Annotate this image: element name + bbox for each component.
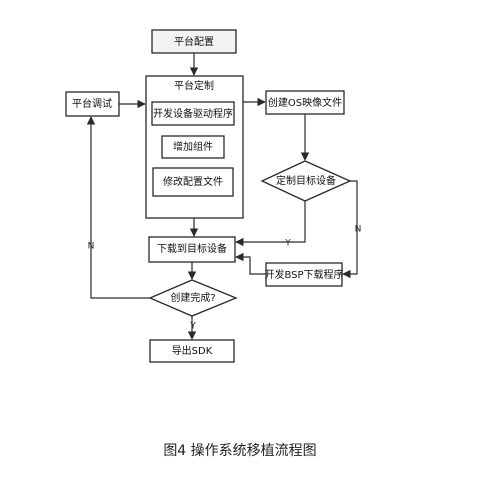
node-build-done: 创建完成? bbox=[148, 279, 238, 317]
edge-label-no-bsp: N bbox=[355, 225, 362, 235]
figure-caption: 图4 操作系统移植流程图 bbox=[163, 443, 317, 459]
node-build-done-label: 创建完成? bbox=[170, 291, 215, 304]
node-develop-driver-label: 开发设备驱动程序 bbox=[153, 107, 233, 120]
node-modify-config-label: 修改配置文件 bbox=[163, 175, 223, 188]
node-platform-custom-label: 平台定制 bbox=[174, 79, 214, 92]
node-download-target: 下载到目标设备 bbox=[148, 236, 236, 263]
node-export-sdk-label: 导出SDK bbox=[172, 344, 213, 357]
node-platform-config: 平台配置 bbox=[151, 29, 237, 54]
node-custom-target: 定制目标设备 bbox=[260, 160, 352, 202]
edge-target-yes-to-download bbox=[235, 201, 306, 247]
node-add-component: 增加组件 bbox=[161, 135, 225, 159]
node-download-target-label: 下载到目标设备 bbox=[157, 242, 227, 255]
node-develop-driver: 开发设备驱动程序 bbox=[151, 101, 235, 126]
node-platform-debug-label: 平台调试 bbox=[72, 97, 112, 110]
edge-done-no-to-debug bbox=[86, 116, 150, 299]
edge-bsp-to-download bbox=[235, 252, 266, 275]
node-custom-target-label: 定制目标设备 bbox=[276, 174, 336, 187]
node-platform-config-label: 平台配置 bbox=[174, 35, 214, 48]
node-modify-config: 修改配置文件 bbox=[152, 167, 234, 197]
edge-target-no-to-bsp bbox=[342, 180, 358, 279]
node-create-os-image-label: 创建OS映像文件 bbox=[268, 96, 342, 109]
node-develop-bsp-label: 开发BSP下载程序 bbox=[264, 268, 343, 281]
edge-label-yes-sdk: Y bbox=[189, 322, 196, 332]
edge-label-no-debug: N bbox=[88, 242, 95, 252]
node-create-os-image: 创建OS映像文件 bbox=[265, 90, 345, 115]
node-export-sdk: 导出SDK bbox=[149, 339, 235, 363]
node-add-component-label: 增加组件 bbox=[173, 140, 213, 153]
edge-label-yes-download: Y bbox=[284, 239, 291, 249]
node-platform-debug: 平台调试 bbox=[65, 91, 120, 117]
node-develop-bsp: 开发BSP下载程序 bbox=[264, 262, 344, 287]
